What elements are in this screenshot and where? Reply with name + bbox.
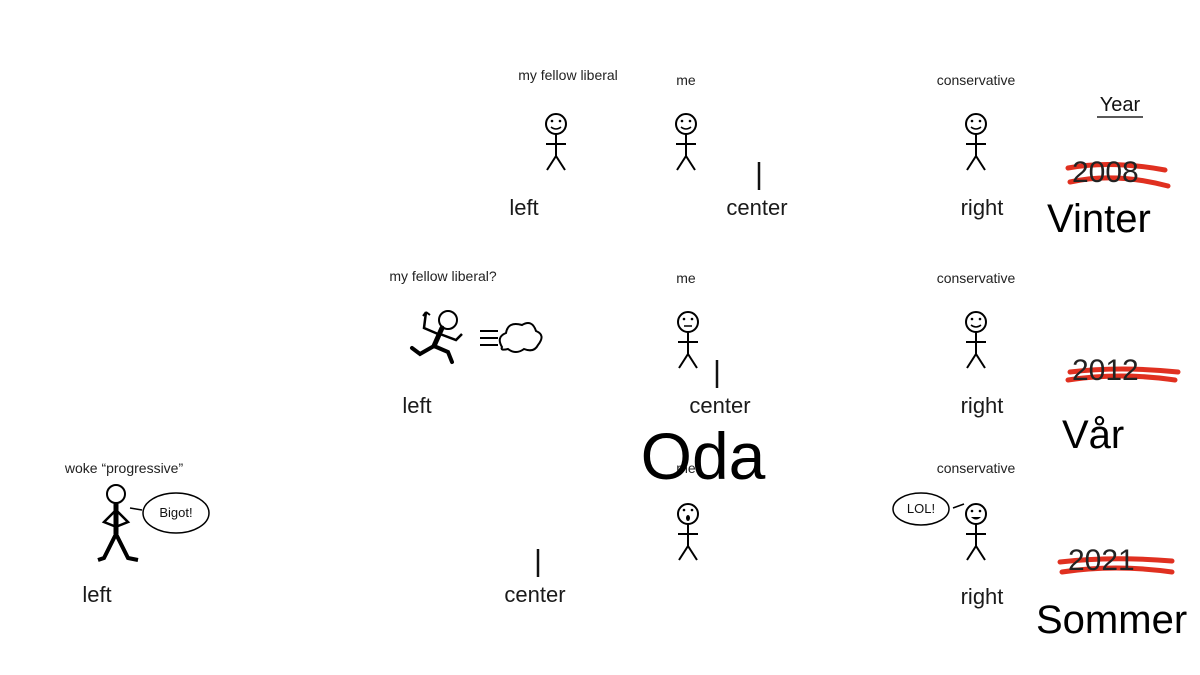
- label-fellow-liberal-question: my fellow liberal?: [389, 268, 497, 284]
- bubble-tail-lol: [952, 503, 965, 509]
- strike-2021: [1057, 556, 1175, 575]
- season-vinter: Vinter: [1047, 197, 1151, 241]
- overlay-oda: Oda: [640, 419, 766, 493]
- year-2008: 2008: [1072, 156, 1139, 189]
- stickman-me-neutral: [677, 311, 699, 369]
- axis-right: right: [960, 195, 1004, 220]
- label-me: me: [676, 460, 696, 476]
- label-me: me: [676, 270, 696, 286]
- label-conservative: conservative: [936, 72, 1016, 88]
- stickman-fellow-liberal: [545, 113, 567, 171]
- strike-2012: [1065, 366, 1181, 383]
- season-sommer: Sommer: [1036, 598, 1188, 642]
- label-me: me: [676, 72, 696, 88]
- label-conservative: conservative: [936, 270, 1016, 286]
- axis-left: left: [82, 582, 112, 607]
- dust-cloud-icon: [480, 322, 543, 353]
- speech-text-lol: LOL!: [906, 501, 936, 516]
- stickman-me-shocked: [677, 503, 699, 561]
- speech-bubble-bigot: [142, 492, 210, 534]
- year-2012: 2012: [1072, 354, 1139, 387]
- stickman-woke-progressive: [97, 484, 139, 562]
- year-2021: 2021: [1068, 544, 1135, 577]
- axis-left: left: [402, 393, 432, 418]
- speech-text-bigot: Bigot!: [159, 505, 193, 520]
- axis-center: center: [726, 195, 788, 220]
- label-conservative: conservative: [936, 460, 1016, 476]
- year-header: Year: [1099, 94, 1141, 116]
- stickman-me: [675, 113, 697, 171]
- bubble-tail-bigot: [129, 507, 143, 511]
- axis-center: center: [504, 582, 566, 607]
- axis-right: right: [960, 584, 1004, 609]
- axis-center: center: [689, 393, 751, 418]
- season-var: Vår: [1062, 413, 1125, 457]
- axis-right: right: [960, 393, 1004, 418]
- label-fellow-liberal: my fellow liberal: [518, 67, 618, 83]
- stickman-conservative-laughing: [965, 503, 987, 561]
- axis-left: left: [509, 195, 539, 220]
- stickman-conservative: [965, 113, 987, 171]
- stickman-conservative-2012: [965, 311, 987, 369]
- strike-2008: [1065, 161, 1171, 189]
- speech-bubble-lol: [892, 492, 950, 526]
- label-woke-progressive: woke “progressive”: [64, 460, 184, 476]
- stickman-running-away: [410, 310, 463, 364]
